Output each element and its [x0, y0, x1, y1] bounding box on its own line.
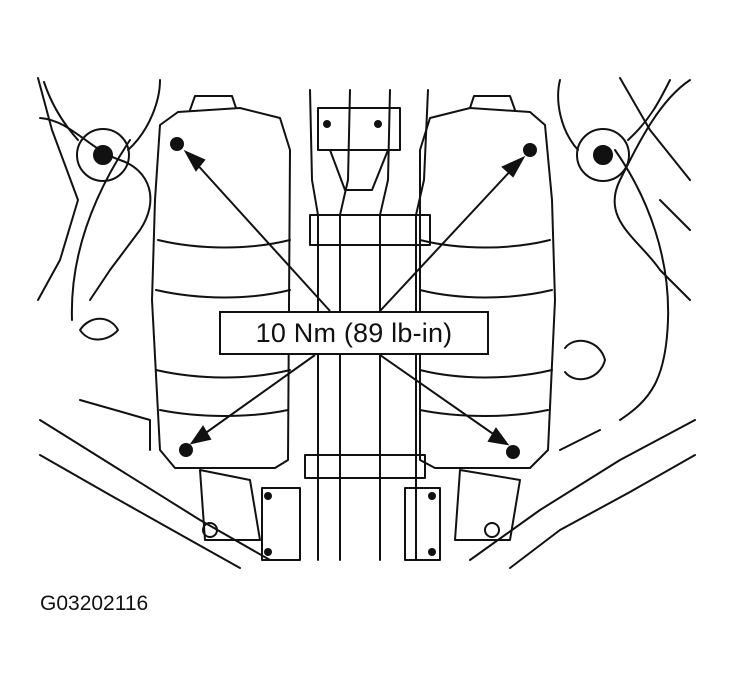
lower-center-left-bracket	[261, 487, 301, 561]
left-slot-feature	[79, 317, 119, 341]
center-y-pipe-left	[309, 89, 351, 561]
right-hook-feature	[564, 339, 606, 381]
left-shield-rib-3	[155, 369, 291, 379]
lower-right-hole	[484, 522, 500, 538]
stud-lower-right-1	[428, 492, 436, 500]
left-shield-rib-1	[157, 239, 291, 249]
leader-upper-left	[192, 159, 331, 312]
left-mount-bushing-inner	[93, 145, 113, 165]
stud-lower-right-2	[428, 548, 436, 556]
right-mount-bushing-outer	[576, 128, 630, 182]
lower-left-bracket	[199, 469, 261, 541]
center-pipe-bracket	[329, 149, 389, 191]
right-shield-rib-2	[419, 289, 553, 299]
arrowhead-lower-left	[189, 425, 212, 445]
leader-upper-right	[379, 165, 516, 312]
left-shield-top-flange	[189, 95, 237, 111]
center-pipe-band-upper	[309, 214, 431, 246]
right-shield-rib-3	[419, 369, 553, 379]
bolt-upper-left	[170, 137, 184, 151]
left-heat-shield	[151, 107, 291, 469]
leader-lower-right	[379, 354, 500, 439]
right-subframe-outer	[613, 79, 691, 301]
right-edge-structure	[619, 77, 691, 231]
leader-lower-left	[199, 354, 316, 438]
center-pipe-flange	[317, 107, 401, 151]
bolt-lower-right	[506, 445, 520, 459]
figure-identifier: G03202116	[40, 592, 149, 615]
stud-top-left	[323, 120, 331, 128]
torque-specification-callout: 10 Nm (89 lb-in)	[219, 311, 489, 355]
left-mount-arm	[43, 79, 161, 151]
right-mount-bushing-inner	[593, 145, 613, 165]
stud-lower-left-2	[264, 548, 272, 556]
right-mount-arm	[557, 79, 671, 151]
right-shield-top-flange	[469, 95, 516, 111]
lower-left-crossmember	[39, 399, 271, 569]
lower-right-bracket	[454, 469, 521, 541]
bolt-upper-right	[523, 143, 537, 157]
lower-center-right-bracket	[404, 487, 441, 561]
lower-right-crossmember	[469, 419, 696, 569]
right-heat-shield	[419, 107, 556, 469]
right-cable	[614, 149, 670, 421]
left-mount-bushing-outer	[76, 128, 130, 182]
right-shield-rib-1	[419, 239, 551, 249]
left-cable	[70, 139, 131, 321]
stud-lower-left-1	[264, 492, 272, 500]
center-pipe-band-lower	[304, 454, 426, 479]
arrowhead-upper-left	[183, 149, 206, 172]
right-shield-rib-4	[419, 409, 549, 417]
left-subframe-rail	[37, 77, 79, 301]
center-y-pipe-right	[379, 89, 429, 561]
stud-top-right	[374, 120, 382, 128]
lower-left-hole	[202, 522, 218, 538]
left-shield-rib-4	[159, 409, 289, 417]
arrowhead-lower-right	[487, 427, 510, 446]
bolt-lower-left	[179, 443, 193, 457]
left-shield-rib-2	[155, 289, 291, 299]
arrowhead-upper-right	[501, 155, 526, 178]
